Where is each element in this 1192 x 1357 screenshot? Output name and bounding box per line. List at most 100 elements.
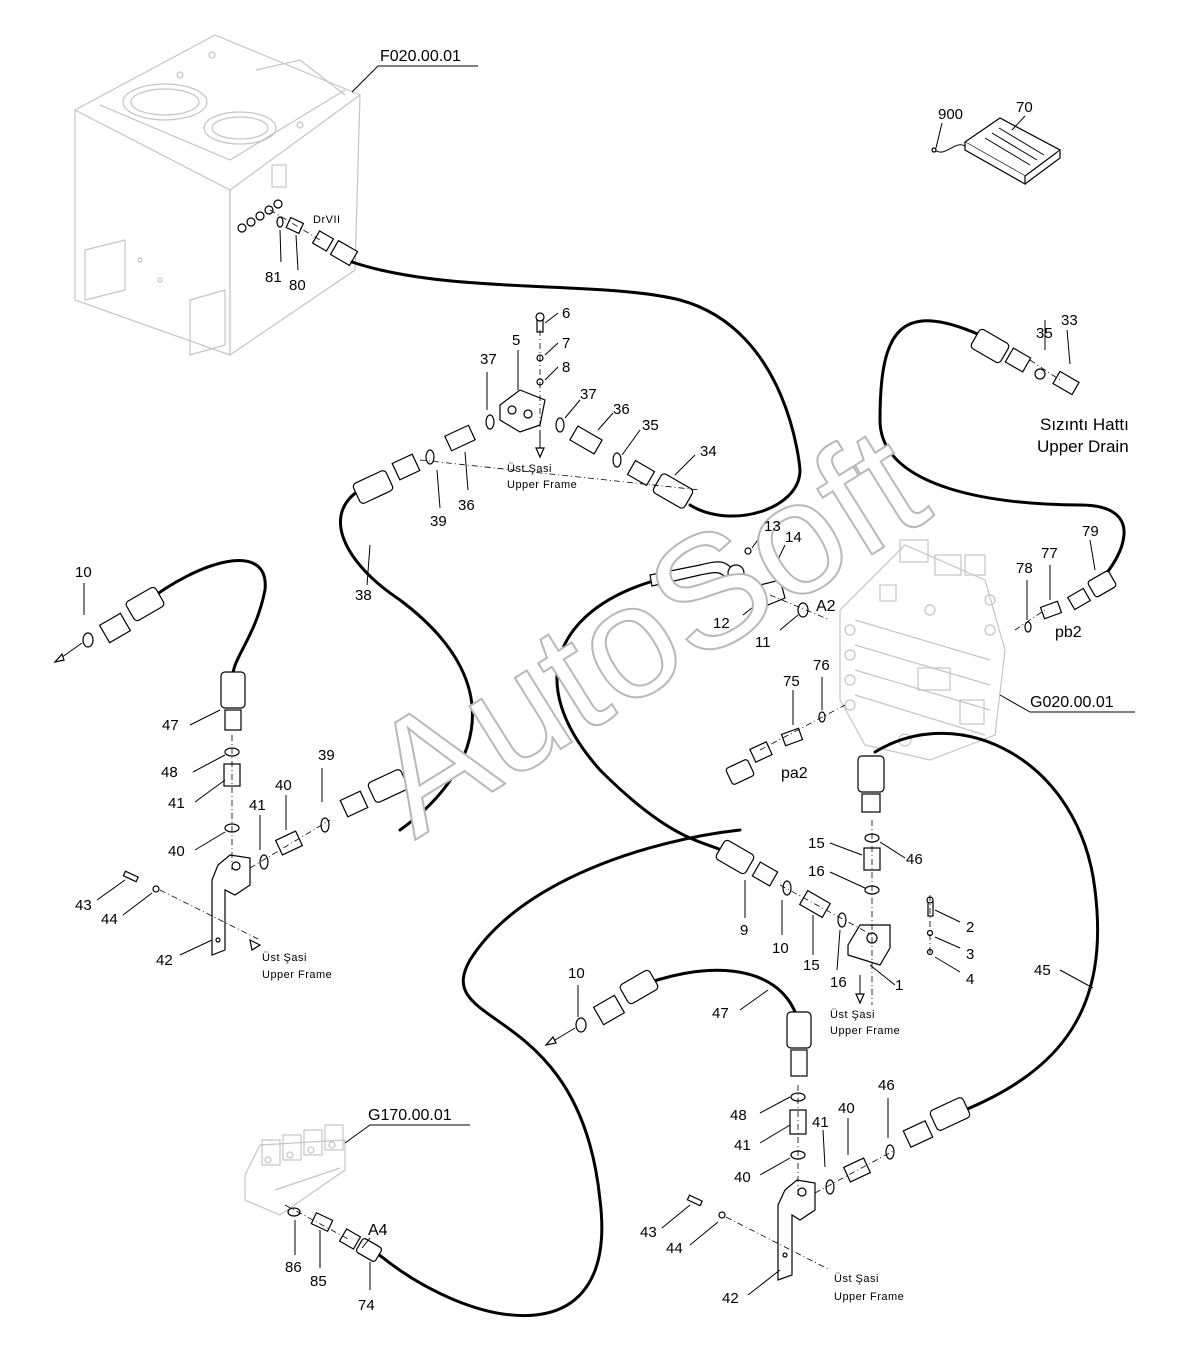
callout-36-left[interactable]: 36 [458,497,475,514]
callout-15-top[interactable]: 15 [808,835,825,852]
callout-39-top[interactable]: 39 [430,513,447,530]
callout-46-top[interactable]: 46 [906,851,923,868]
callout-40-right[interactable]: 40 [734,1169,751,1186]
hose-45[interactable] [873,731,1100,1112]
hose-end-38-lower[interactable] [339,768,409,818]
hose-end-45-bottom[interactable] [902,1096,971,1149]
callout-42-left[interactable]: 42 [156,952,173,969]
hose-end-pa2[interactable] [725,741,773,785]
callout-14[interactable]: 14 [785,529,802,546]
hose-9-to-a2[interactable] [555,580,732,857]
callout-5[interactable]: 5 [512,332,520,349]
callout-12[interactable]: 12 [713,615,730,632]
hose-end-79[interactable] [1066,570,1117,611]
callout-35-drain[interactable]: 35 [1036,325,1053,342]
callout-47-right[interactable]: 47 [712,1005,729,1022]
callout-8[interactable]: 8 [562,359,570,376]
callout-42-right[interactable]: 42 [722,1290,739,1307]
bracket-42-right[interactable] [777,1179,816,1281]
callout-79[interactable]: 79 [1082,523,1099,540]
callout-10-right[interactable]: 10 [568,965,585,982]
callout-7[interactable]: 7 [562,335,570,352]
control-valve[interactable] [839,539,1006,761]
adapter-40-left-side[interactable] [274,830,304,856]
callout-39-left[interactable]: 39 [318,747,335,764]
hose-47-left[interactable] [143,559,267,682]
callout-86[interactable]: 86 [285,1259,302,1276]
adapter-36-right[interactable] [569,425,603,455]
hose-end-34[interactable] [626,459,694,510]
hose-end-47-left-lower[interactable] [220,671,246,731]
callout-41-left[interactable]: 41 [168,795,185,812]
callout-75[interactable]: 75 [783,673,800,690]
callout-41-left-side[interactable]: 41 [249,797,266,814]
callout-46-right[interactable]: 46 [878,1077,895,1094]
callout-41-right[interactable]: 41 [734,1137,751,1154]
callout-45[interactable]: 45 [1034,962,1051,979]
callout-77[interactable]: 77 [1041,545,1058,562]
callout-47-left[interactable]: 47 [162,717,179,734]
hose-38[interactable] [339,485,474,832]
callout-41-right-side[interactable]: 41 [812,1114,829,1131]
hose-end-38[interactable] [352,453,421,504]
hose-end-33[interactable] [970,328,1032,373]
hose-47-right[interactable] [628,968,800,1022]
callout-35-tee[interactable]: 35 [642,417,659,434]
callout-80[interactable]: 80 [289,277,306,294]
fitting-33[interactable] [1034,368,1080,396]
callout-40-left[interactable]: 40 [168,843,185,860]
hose-end-47-right[interactable] [592,969,660,1026]
manifold-block[interactable] [244,1124,346,1216]
callout-43-left[interactable]: 43 [75,897,92,914]
block-1[interactable] [847,924,891,966]
callout-33[interactable]: 33 [1061,312,1078,329]
foot-pedal[interactable] [963,117,1062,186]
hose-tank-drain[interactable] [350,260,802,518]
ref-control-valve[interactable]: G020.00.01 [1030,694,1114,711]
callout-81[interactable]: 81 [265,269,282,286]
callout-15-side[interactable]: 15 [803,957,820,974]
hose-end-74[interactable] [338,1228,383,1262]
hose-end-9[interactable] [715,839,779,887]
callout-37-right[interactable]: 37 [580,386,597,403]
callout-10-mid[interactable]: 10 [772,940,789,957]
callout-78[interactable]: 78 [1016,560,1033,577]
callout-34[interactable]: 34 [700,443,717,460]
callout-2[interactable]: 2 [966,919,974,936]
callout-76[interactable]: 76 [813,657,830,674]
callout-48-right[interactable]: 48 [730,1107,747,1124]
bolt-6[interactable] [535,312,545,333]
callout-44-left[interactable]: 44 [101,911,118,928]
callout-40-right-side[interactable]: 40 [838,1100,855,1117]
callout-900[interactable]: 900 [938,106,963,123]
adapter-85[interactable] [310,1211,334,1233]
hose-end-45-top[interactable] [857,755,885,813]
drain-hose-fitting-drvii[interactable] [311,230,359,267]
tee-block-5[interactable] [499,389,546,433]
callout-36-right[interactable]: 36 [613,401,630,418]
callout-40-left-side[interactable]: 40 [275,777,292,794]
callout-16-side[interactable]: 16 [830,974,847,991]
callout-6[interactable]: 6 [562,305,570,322]
bolt-43-left[interactable] [122,870,139,883]
hose-74-to-pa2[interactable] [375,828,742,1318]
fitting-77[interactable] [1039,600,1063,620]
callout-37-left[interactable]: 37 [480,351,497,368]
callout-11[interactable]: 11 [755,634,771,651]
hose-end-47-right-lower[interactable] [786,1011,812,1077]
hydraulic-tank[interactable] [73,34,362,357]
ref-tank[interactable]: F020.00.01 [380,48,461,65]
elbow-fitting-a2[interactable] [649,561,786,606]
callout-44-right[interactable]: 44 [666,1240,683,1257]
callout-1[interactable]: 1 [895,977,903,994]
callout-10-left[interactable]: 10 [75,564,92,581]
hose-upper-drain-33[interactable] [878,319,1126,580]
callout-74[interactable]: 74 [358,1297,375,1314]
ref-manifold[interactable]: G170.00.01 [368,1107,452,1124]
callout-43-right[interactable]: 43 [640,1224,657,1241]
tank-fitting-81[interactable] [276,216,284,228]
tank-adapter-80[interactable] [285,216,305,235]
callout-70[interactable]: 70 [1016,99,1033,116]
callout-9[interactable]: 9 [740,922,748,939]
bolt-43-right[interactable] [686,1194,703,1207]
